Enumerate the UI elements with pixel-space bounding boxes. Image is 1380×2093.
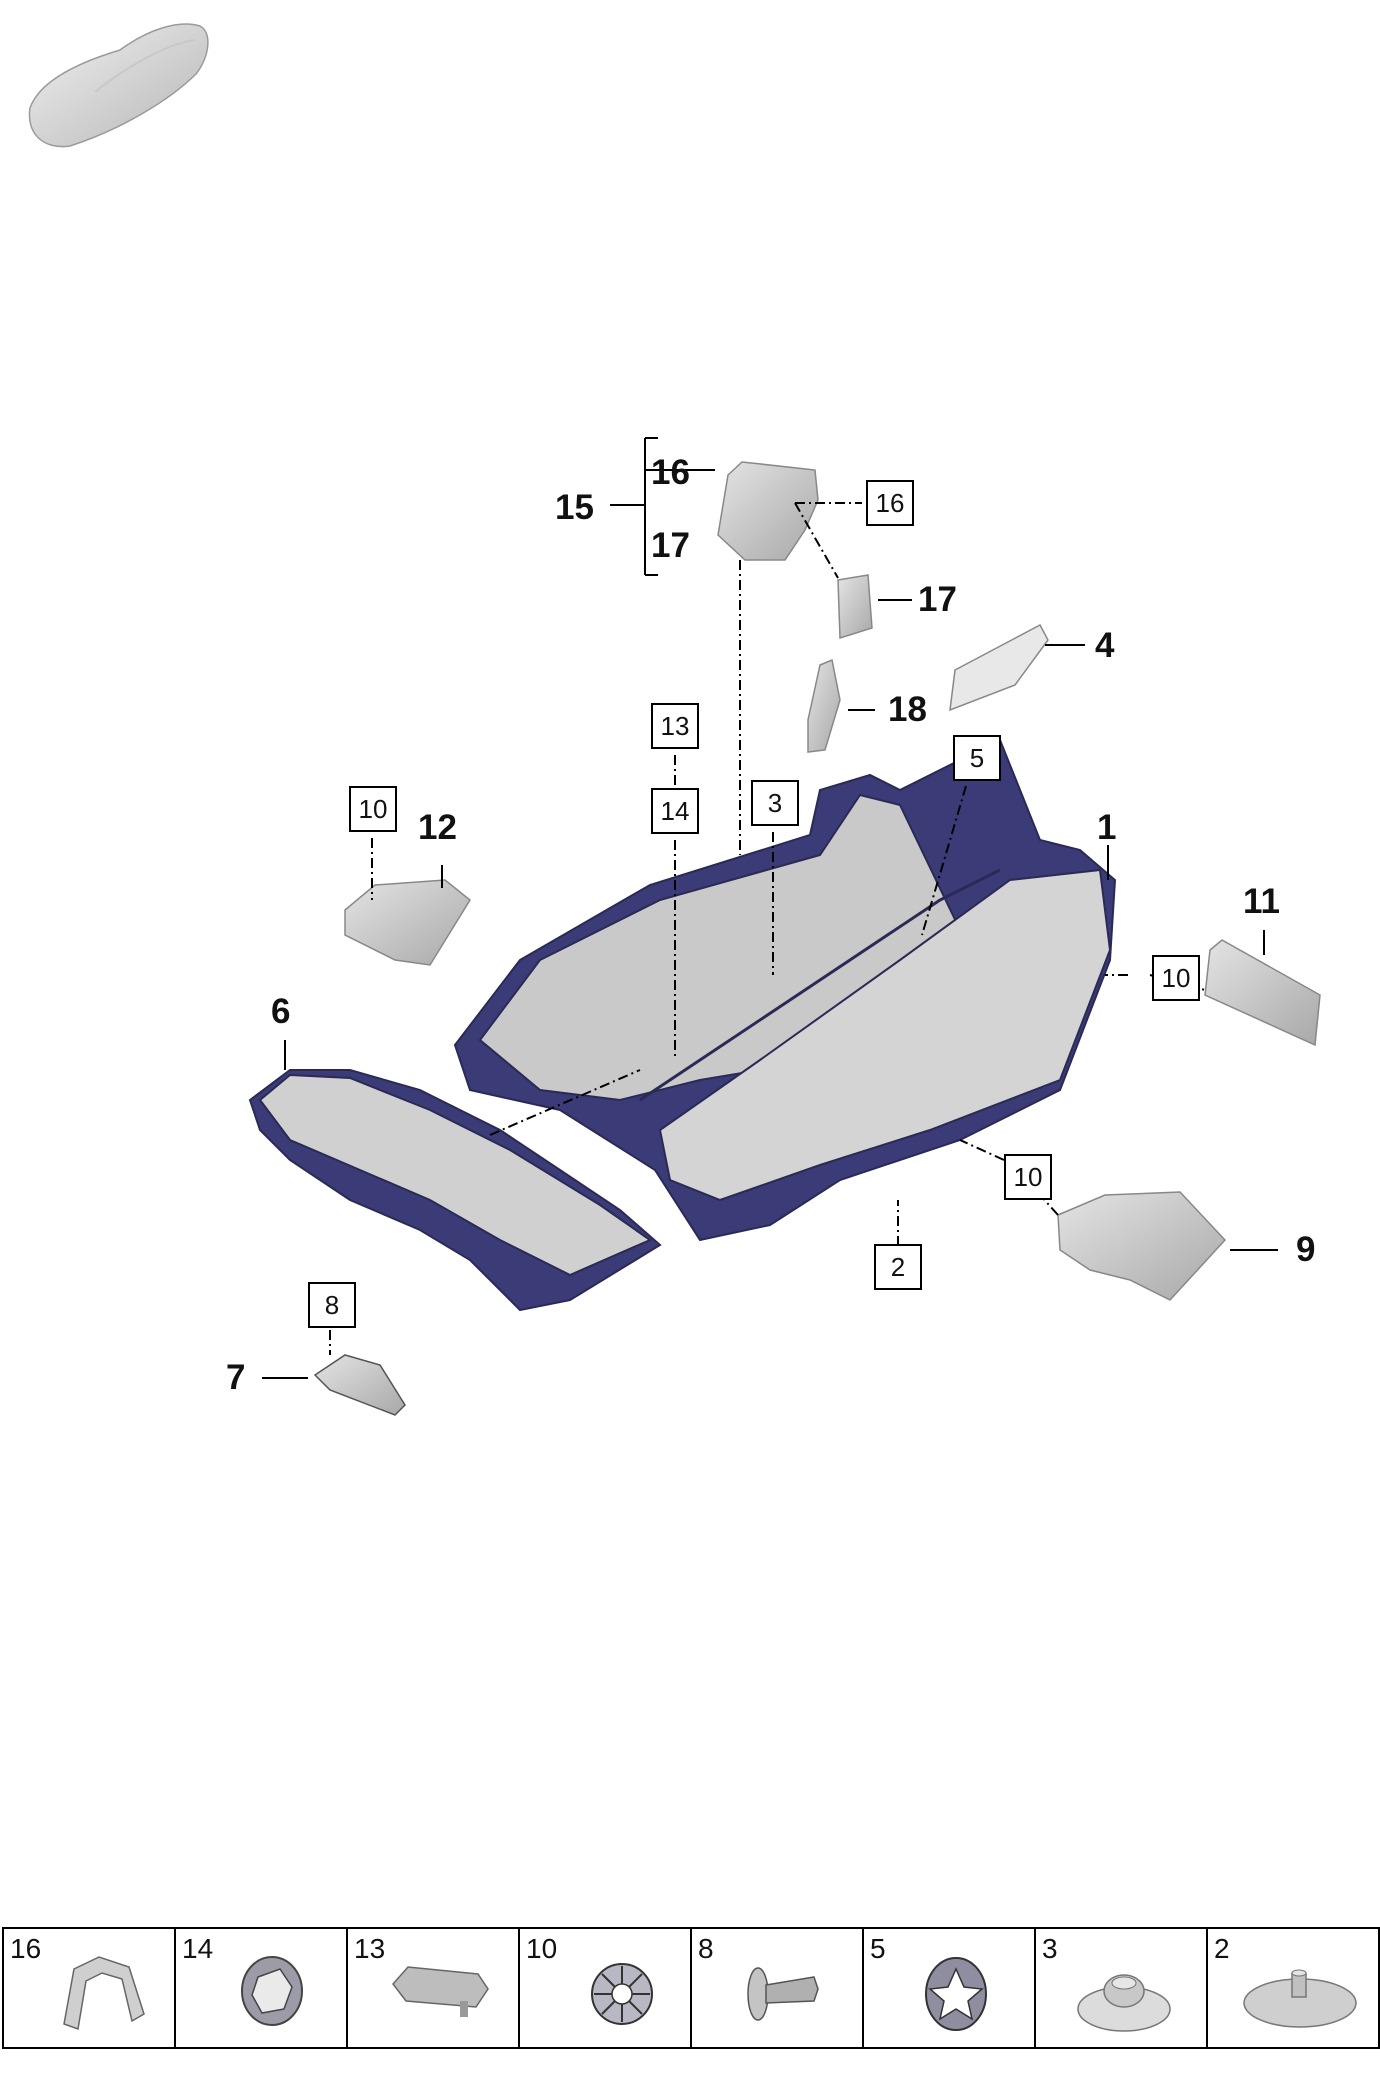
legend-number: 8 [698,1933,714,1964]
legend-cell: 8 [692,1929,864,2047]
callout-6: 6 [271,992,291,1031]
strip-part-18 [807,658,841,753]
pad-part-12 [344,879,471,966]
legend-number: 13 [354,1933,386,1964]
boxed-callout-16: 16 [866,480,914,526]
callout-7: 7 [226,1358,246,1397]
push-rivet-icon [747,1967,819,2021]
legend-cell: 2 [1208,1929,1378,2047]
callout-18: 18 [888,690,927,729]
dome-nut-icon [1077,1974,1171,2032]
pad-part-11 [1204,939,1321,1047]
boxed-callout-2: 2 [874,1244,922,1290]
pad-part-9 [1057,1191,1227,1301]
legend-cell: 3 [1036,1929,1208,2047]
callout-1: 1 [1097,808,1117,847]
boxed-callout-10-left: 10 [349,786,397,832]
boxed-callout-5: 5 [953,735,1001,781]
leader-lines [262,437,1278,1379]
trim-part-15 [717,461,819,561]
callout-11: 11 [1243,882,1280,921]
hex-grommet-icon [241,1956,303,2026]
vin-plug-icon [392,1966,489,2017]
boxed-callout-8: 8 [308,1282,356,1328]
callout-17-bracket: 17 [651,526,690,565]
legend-cell: 13 [348,1929,520,2047]
legend-number: 16 [10,1933,42,1964]
legend-cell: 10 [520,1929,692,2047]
floor-carpet-part [453,738,1117,1242]
tunnel-insulation-part [248,1069,662,1312]
boxed-callout-13: 13 [651,703,699,749]
boxed-callout-14: 14 [651,788,699,834]
star-washer-icon [925,1957,987,2031]
spring-nut-icon [591,1963,653,2025]
car-thumbnail-icon [28,23,209,148]
legend-cell: 14 [176,1929,348,2047]
legend-cell: 5 [864,1929,1036,2047]
legend-number: 14 [182,1933,214,1964]
callout-16: 16 [651,453,690,492]
legend-number: 2 [1214,1933,1230,1964]
callout-4: 4 [1095,626,1115,665]
callout-15: 15 [555,488,594,527]
grille-part-4 [949,623,1049,712]
callout-17: 17 [918,580,957,619]
callout-9: 9 [1296,1230,1316,1269]
fastener-legend-strip: 16 14 13 10 8 [2,1927,1380,2049]
legend-number: 10 [526,1933,558,1964]
parts-diagram [28,23,1321,1416]
legend-cell: 16 [4,1929,176,2047]
clip-bracket-icon [63,1956,145,2031]
callout-12: 12 [418,808,457,847]
cover-part-17 [837,574,873,640]
legend-number: 5 [870,1933,886,1964]
boxed-callout-3: 3 [751,780,799,826]
boxed-callout-10-bottom: 10 [1004,1154,1052,1200]
legend-number: 3 [1042,1933,1058,1964]
boxed-callout-10-right: 10 [1152,955,1200,1001]
flat-stud-icon [1243,1969,1357,2028]
clip-part-7 [313,1354,406,1416]
